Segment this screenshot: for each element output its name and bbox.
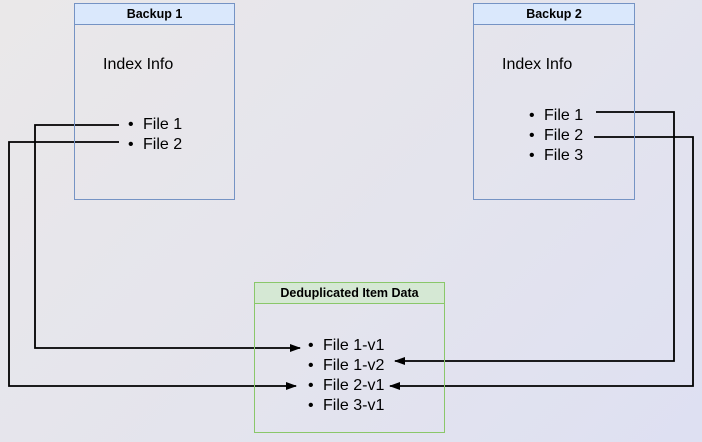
backup1-file-2: File 2 bbox=[128, 135, 182, 155]
dedup-file-3-v1: File 3-v1 bbox=[308, 396, 384, 416]
backup1-box: Backup 1 Index Info File 1 File 2 bbox=[74, 3, 235, 200]
dedup-title: Deduplicated Item Data bbox=[255, 283, 444, 304]
dedup-file-1-v2: File 1-v2 bbox=[308, 356, 384, 376]
dedup-file-1-v1: File 1-v1 bbox=[308, 336, 384, 356]
dedup-file-2-v1: File 2-v1 bbox=[308, 376, 384, 396]
backup1-file-list: File 1 File 2 bbox=[128, 115, 182, 155]
backup2-box: Backup 2 Index Info File 1 File 2 File 3 bbox=[473, 3, 635, 200]
backup2-file-2: File 2 bbox=[529, 126, 583, 146]
backup2-file-3: File 3 bbox=[529, 146, 583, 166]
backup2-subtitle: Index Info bbox=[502, 56, 573, 73]
backup1-subtitle: Index Info bbox=[103, 56, 174, 73]
dedup-box: Deduplicated Item Data File 1-v1 File 1-… bbox=[254, 282, 445, 433]
backup1-title: Backup 1 bbox=[75, 4, 234, 25]
backup2-title: Backup 2 bbox=[474, 4, 634, 25]
dedup-file-list: File 1-v1 File 1-v2 File 2-v1 File 3-v1 bbox=[308, 336, 384, 416]
backup1-file-1: File 1 bbox=[128, 115, 182, 135]
backup2-file-1: File 1 bbox=[529, 106, 583, 126]
backup2-file-list: File 1 File 2 File 3 bbox=[529, 106, 583, 166]
